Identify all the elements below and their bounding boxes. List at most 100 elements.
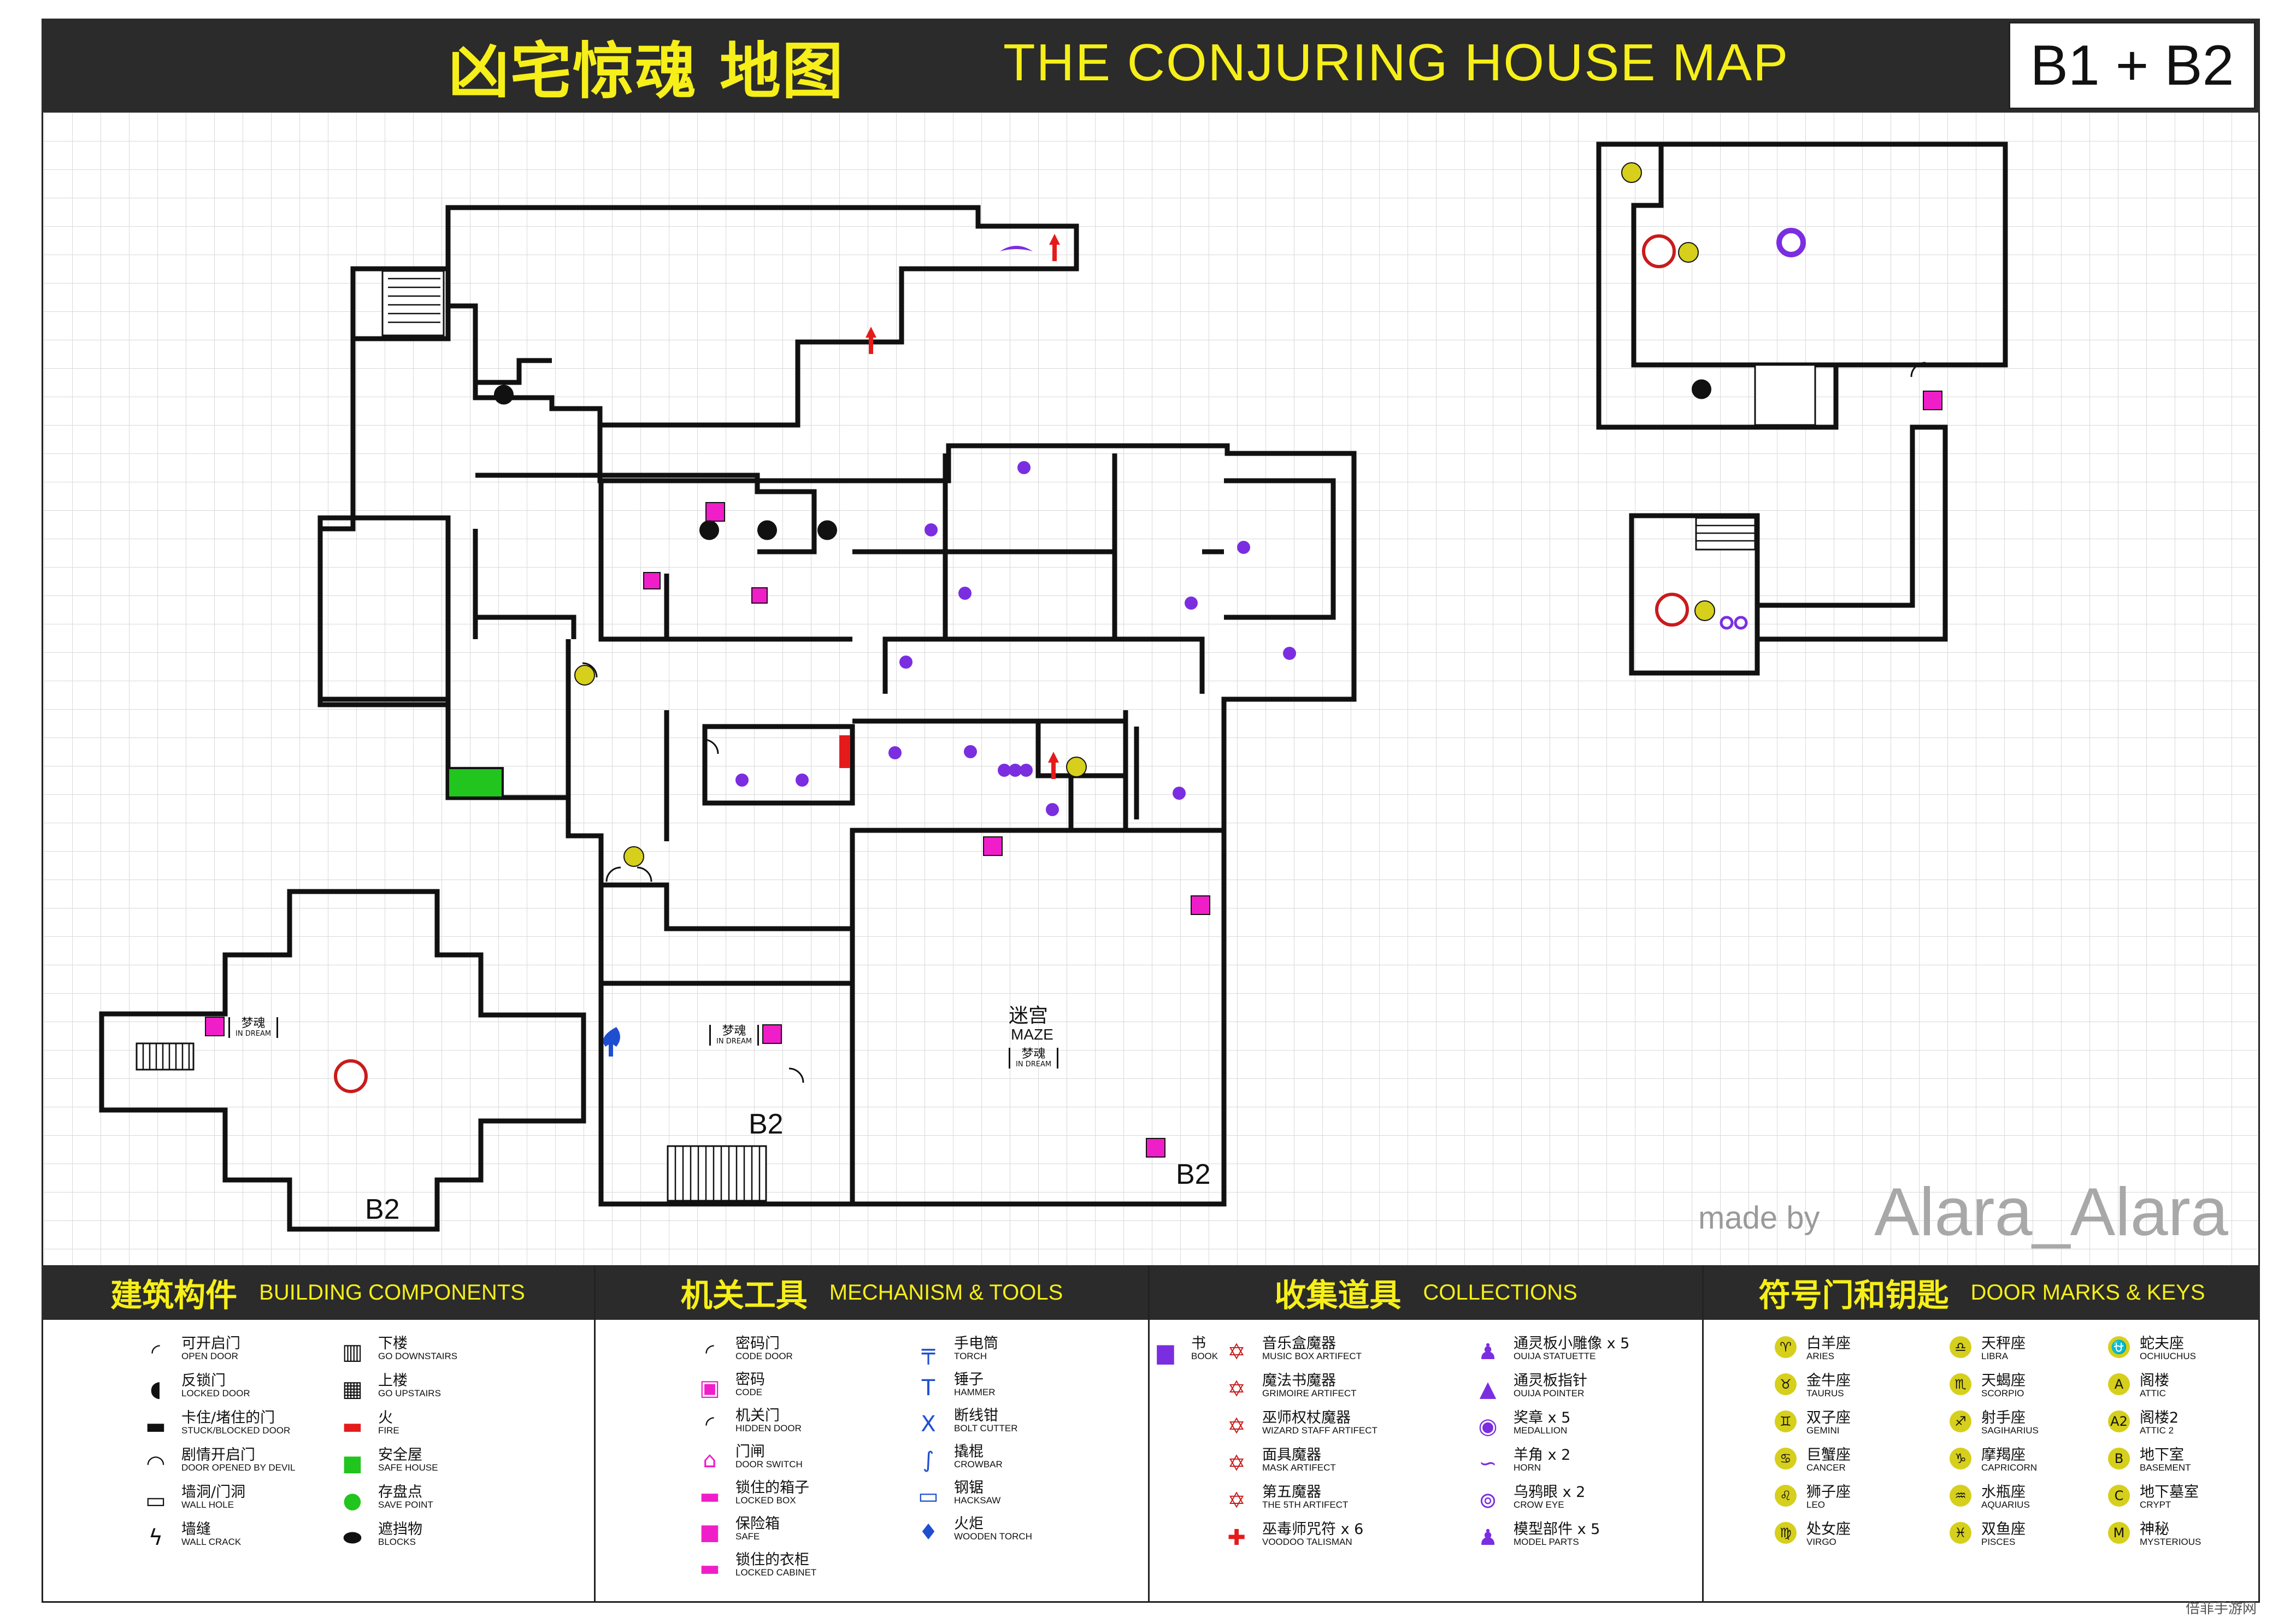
save-point-icon: ● — [343, 1488, 362, 1513]
wall — [475, 473, 817, 554]
ouija-statuette-icon — [925, 523, 938, 536]
stair-tread — [142, 1043, 190, 1070]
fifth-artifact-icon — [334, 1059, 368, 1093]
legend-item-label-en: FIRE — [378, 1425, 399, 1436]
legend-item-label-en: WALL CRACK — [181, 1537, 242, 1548]
ouija-pointer-icon — [1776, 228, 1806, 257]
zodiac-key-icon — [1694, 600, 1715, 621]
door-switch-icon — [983, 836, 1003, 856]
locked-door-icon — [1692, 379, 1711, 399]
legend-item-label-cn: 面具魔器 — [1262, 1447, 1321, 1463]
blocked-door-icon: ▬ — [145, 1414, 166, 1439]
voodoo-icon — [1049, 234, 1060, 261]
model-part-icon — [1020, 764, 1033, 777]
legend-item-label-en: MEDALLION — [1514, 1425, 1568, 1436]
legend-item-label-cn: 水瓶座 — [1981, 1484, 2026, 1501]
medallion-icon: ◉ — [1478, 1414, 1498, 1439]
code-icon: ▣ — [699, 1376, 720, 1401]
legend-item-label-en: GO UPSTAIRS — [378, 1388, 441, 1399]
book-icon: ▆ — [1157, 1339, 1174, 1365]
open-door-icon: ◜ — [151, 1339, 160, 1365]
legend-item-label-cn: 巨蟹座 — [1806, 1447, 1851, 1463]
legend-item-label-cn: 双子座 — [1806, 1409, 1851, 1426]
legend-item-label-en: BASEMENT — [2140, 1462, 2191, 1473]
crow-eye-icon — [1720, 616, 1734, 630]
legend-item-label-cn: 锁住的衣柜 — [735, 1551, 809, 1568]
zodiac-key-icon: B — [2108, 1448, 2130, 1469]
floor-plan — [99, 141, 2008, 1232]
legend-collections-title-cn: 收集道具 — [1274, 1277, 1402, 1314]
fire-icon: ▬ — [342, 1414, 363, 1439]
basement-key-icon — [1066, 757, 1087, 777]
b2-label-middle: B2 — [749, 1108, 784, 1140]
legend-item-label-cn: 反锁门 — [181, 1372, 226, 1389]
legend-item-label-en: WOODEN TORCH — [954, 1531, 1032, 1542]
ouija-statuette-icon: ♟ — [1478, 1339, 1498, 1365]
dream-label-en: IN DREAM — [236, 1030, 272, 1038]
stairs-icon — [667, 1145, 767, 1202]
legend-keys-title-cn: 符号门和钥匙 — [1758, 1277, 1949, 1314]
music-box-icon: ✡ — [1227, 1339, 1246, 1365]
legend-keys-header: 符号门和钥匙 DOOR MARKS & KEYS — [1704, 1265, 2260, 1320]
legend-item-label-cn: 墙缝 — [181, 1521, 211, 1538]
b2-label-right: B2 — [1176, 1159, 1211, 1190]
wall — [943, 453, 1117, 642]
voodoo-icon — [1048, 752, 1059, 779]
legend-item-label-en: MUSIC BOX ARTIFECT — [1262, 1351, 1362, 1362]
legend-item-label-en: LEO — [1806, 1500, 1826, 1510]
legend-item-label-en: TORCH — [954, 1351, 987, 1362]
door-switch-icon — [1191, 895, 1210, 915]
legend-item-label-cn: 阁楼 — [2140, 1372, 2169, 1389]
zodiac-key-icon: ⛎ — [2108, 1336, 2130, 1358]
stairs-icon — [1754, 364, 1816, 426]
crypt-key-icon — [623, 846, 644, 867]
voodoo-icon: ✚ — [1227, 1525, 1246, 1550]
wall — [1112, 453, 1224, 694]
wooden-torch-icon — [603, 1027, 620, 1057]
ouija-statuette-icon — [1185, 597, 1198, 610]
legend-item-label-cn: 下楼 — [378, 1335, 408, 1352]
basement-key-icon — [574, 665, 595, 686]
legend-item-label-en: DOOR SWITCH — [735, 1459, 803, 1470]
legend-item-label-cn: 锁住的箱子 — [735, 1479, 809, 1496]
legend-item-label-cn: 保险箱 — [735, 1515, 780, 1532]
legend-item-label-en: PISCES — [1981, 1537, 2016, 1548]
maze-label-en: MAZE — [1011, 1026, 1053, 1043]
legend-item-label-en: HORN — [1514, 1462, 1541, 1473]
legend-item-label-en: LOCKED CABINET — [735, 1567, 817, 1578]
voodoo-markers — [866, 234, 1060, 779]
legend-item-label-cn: 摩羯座 — [1981, 1447, 2026, 1463]
bolt-cutter-icon: X — [921, 1412, 936, 1437]
zodiac-key-icon: ♓ — [1950, 1522, 1971, 1544]
